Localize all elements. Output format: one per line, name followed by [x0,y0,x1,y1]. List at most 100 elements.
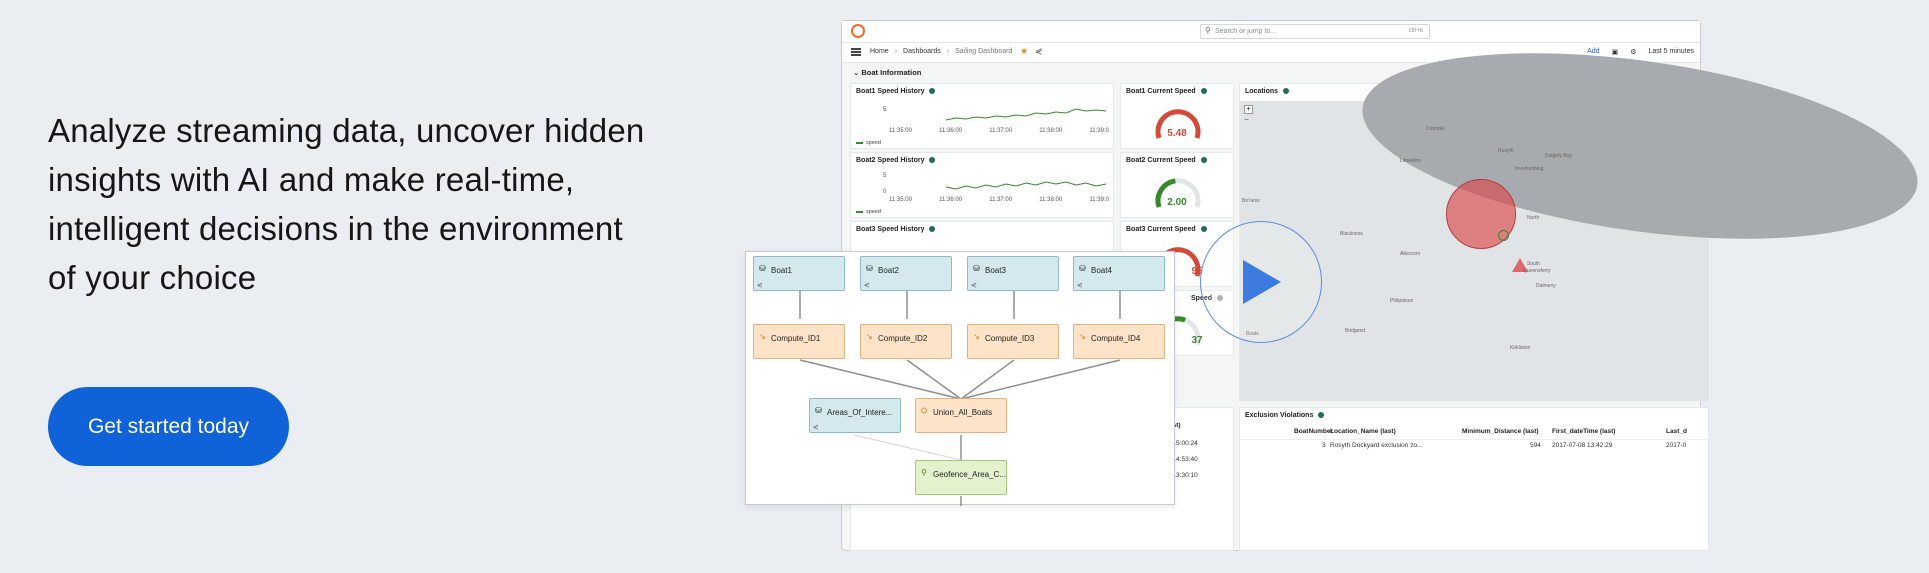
node-label: Compute_ID2 [878,334,928,343]
breadcrumb-current: Sailing Dashboard [955,48,1013,55]
flow-node-source[interactable]: ⛁ Boat4 ⋞ [1073,256,1165,291]
table-header[interactable]: Minimum_Distance (last) [1462,428,1539,435]
map-label: Abercorn [1400,251,1421,257]
chart-legend[interactable]: speed [856,209,881,215]
y-tick: 5 [883,107,887,113]
boat1-current-speed-panel[interactable]: Boat1 Current Speed 5.48 [1120,83,1234,149]
table-header[interactable]: Last_d [1666,428,1687,435]
search-input[interactable]: ⚲ Search or jump to... ctrl+k [1200,24,1430,39]
share-icon: ⋞ [864,282,870,289]
grafana-logo-icon[interactable] [851,24,865,38]
gear-icon[interactable]: ⚙ [1630,49,1637,56]
map-label: Crombie [1426,126,1445,132]
node-label: Compute_ID1 [771,334,821,343]
boat2-speed-history-panel[interactable]: Boat2 Speed History 5 0 11:35:00 11:36:0… [850,152,1114,218]
node-label: Compute_ID4 [1091,334,1141,343]
panel-title-text: Locations [1245,88,1279,95]
chevron-right-icon: › [894,48,898,55]
table-cell: 7 15:00:24 [1167,440,1198,447]
map-canvas[interactable]: Crombie Limekilns Rosyth Inverkeithing D… [1200,22,1929,401]
breadcrumb-home[interactable]: Home [870,48,889,55]
flow-node-compute[interactable]: ↘Compute_ID2 [860,324,952,359]
section-header[interactable]: ⌄ Boat Information [853,68,921,77]
chart-legend[interactable]: speed [856,140,881,146]
x-tick: 11:35:00 [889,197,912,203]
boat-marker[interactable] [1498,230,1509,241]
y-tick: 0 [883,189,887,195]
status-dot [929,157,936,164]
x-tick: 11:39:0 [1089,128,1109,134]
flow-node-areas[interactable]: ⛁Areas_Of_Intere...⋞ [809,398,901,433]
database-icon: ⛁ [973,264,980,273]
table-header[interactable]: First_dateTime (last) [1552,428,1616,435]
share-icon[interactable]: ⋞ [1035,46,1043,56]
panel-title-text: Boat2 Current Speed [1126,157,1196,164]
x-tick: 11:36:00 [939,128,963,134]
exclusion-violations-panel[interactable]: Exclusion Violations BoatNumber Location… [1239,407,1709,551]
play-icon [1243,260,1281,304]
map-label: Dalgety Bay [1545,153,1572,159]
share-icon: ⋞ [1077,282,1083,289]
flow-node-compute[interactable]: ↘ Compute_ID1 [753,324,845,359]
table-header[interactable]: BoatNumber [1294,428,1334,435]
exclusion-zone-triangle[interactable] [1512,258,1528,272]
boat1-speed-history-panel[interactable]: Boat1 Speed History 5 11:35:00 11:36:00 … [850,83,1114,149]
union-icon: ⛭ [921,406,928,415]
legend-label: speed [866,209,881,215]
get-started-button[interactable]: Get started today [48,387,289,466]
flow-node-source[interactable]: ⛁Boat1⋞ [753,256,845,291]
star-icon[interactable]: ★ [1020,46,1029,56]
panel-title: Locations [1245,88,1290,95]
compute-icon: ↘ [759,332,766,341]
boat2-current-speed-panel[interactable]: Boat2 Current Speed 2.00 [1120,152,1234,218]
page-root: Analyze streaming data, uncover hidden i… [48,20,1929,551]
hero-line: Analyze streaming data, uncover hidden [48,112,645,149]
hero-line: insights with AI and make real-time, [48,161,575,198]
flow-node-compute[interactable]: ↘ Compute_ID3 [967,324,1059,359]
flow-node-source[interactable]: ⛁Boat3⋞ [967,256,1059,291]
add-button[interactable]: Add [1587,48,1600,55]
panel-title-text: Boat2 Speed History [856,157,925,164]
navbar-actions: Add ▣ ⚙ Last 5 minutes [1587,48,1694,56]
flow-editor-overlay: ⛁Boat1⋞ ⛁Boat2⋞ ⛁Boat3⋞ ⛁Boat4⋞ ↘Compute… [745,251,1175,506]
time-range-picker[interactable]: Last 5 minutes [1648,48,1694,55]
zoom-out-button[interactable]: − [1244,115,1249,124]
panel-title: Boat3 Current Speed [1126,226,1207,233]
x-tick: 11:36:00 [939,197,963,203]
table-cell: 594 [1530,442,1541,449]
status-dot [1283,88,1290,95]
locations-map-panel[interactable]: Locations Crombie Limekilns Rosyth Inver… [1200,22,1929,401]
section-title: Boat Information [861,68,922,77]
database-icon: ⛁ [866,264,873,273]
chevron-down-icon: ⌄ [853,68,862,77]
map-label: North [1527,215,1540,221]
gauge-value: 95 [1191,266,1203,277]
panel-title: Boat3 Speed History [856,226,936,233]
database-icon: ⛁ [1079,264,1086,273]
table-cell: 3 13:30:10 [1167,472,1198,479]
speed-series-line [945,181,1107,190]
x-tick: 11:38:00 [1039,197,1063,203]
video-play-button[interactable] [1200,221,1322,343]
flow-node-source[interactable]: ⛁Boat2⋞ [860,256,952,291]
node-label: Boat4 [1091,266,1112,275]
save-icon[interactable]: ▣ [1611,49,1619,56]
node-label: Compute_ID3 [985,334,1035,343]
x-tick: 11:38:00 [1039,128,1063,134]
x-axis-ticks: 11:35:00 11:36:00 11:37:00 11:38:00 11:3… [889,197,1109,203]
zoom-in-button[interactable]: + [1244,105,1253,114]
flow-node-geofence[interactable]: ⚲Geofence_Area_C... [915,460,1007,495]
panel-title-text: Boat3 Speed History [856,226,925,233]
table-header[interactable]: Location_Name (last) [1330,428,1396,435]
flow-node-union[interactable]: ⛭Union_All_Boats [915,398,1007,433]
status-dot [1200,157,1207,164]
table-row[interactable]: 3 Rosyth Dockyard exclusion zo... 594 20… [1240,439,1708,451]
flow-node-compute[interactable]: ↘Compute_ID4 [1073,324,1165,359]
database-icon: ⛁ [815,406,822,415]
breadcrumb-dashboards[interactable]: Dashboards [903,48,941,55]
node-label: Areas_Of_Intere... [827,408,893,417]
menu-icon[interactable] [851,48,861,56]
speed-gauge [1155,109,1201,139]
compute-icon: ↘ [973,332,980,341]
search-placeholder: Search or jump to... [1215,28,1277,35]
